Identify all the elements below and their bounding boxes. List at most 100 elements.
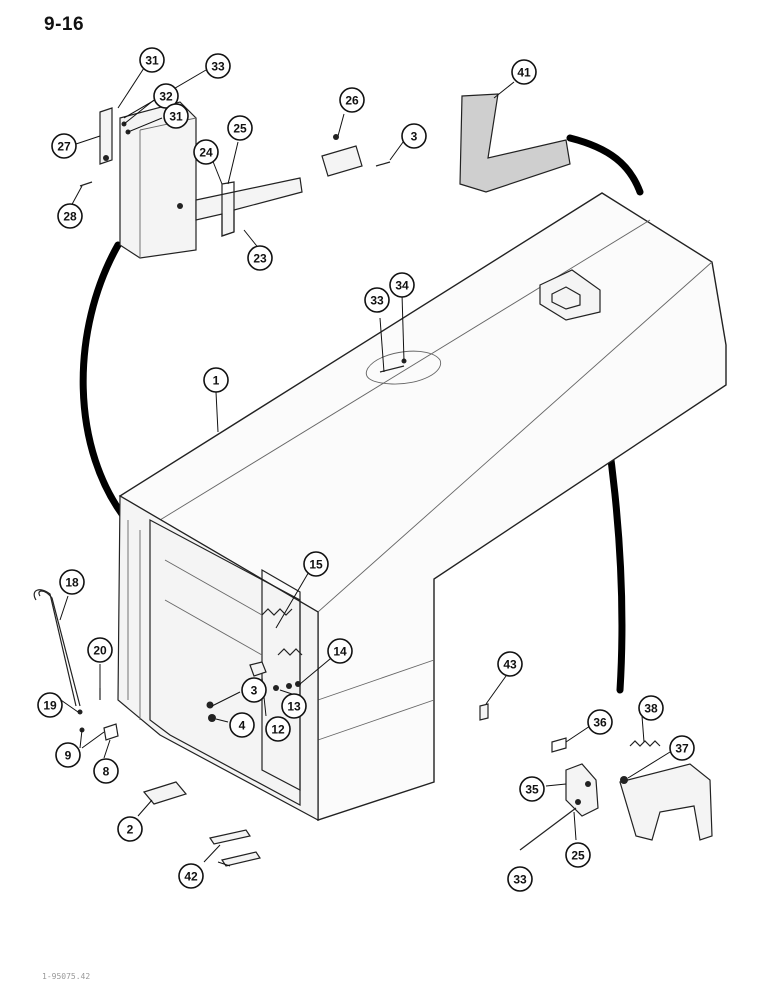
callout-31: 31 <box>139 47 165 73</box>
callout-label: 31 <box>145 54 159 68</box>
connector-arc-left <box>79 241 132 526</box>
callout-circle <box>241 677 267 703</box>
callout-circle <box>519 776 545 802</box>
callout-label: 31 <box>169 110 183 124</box>
callout-38: 38 <box>638 695 664 721</box>
callout-33: 33 <box>364 287 390 313</box>
callout-circle <box>339 87 365 113</box>
hood-assembly <box>117 192 727 822</box>
callout-circle <box>153 83 179 109</box>
callout-33: 33 <box>205 53 231 79</box>
callout-3: 3 <box>241 677 267 703</box>
callout-label: 42 <box>184 870 198 884</box>
callout-20: 20 <box>87 637 113 663</box>
callout-circle <box>117 816 143 842</box>
lower-pads <box>142 781 261 867</box>
callout-42: 42 <box>178 863 204 889</box>
callout-label: 33 <box>513 873 527 887</box>
callout-label: 25 <box>233 122 247 136</box>
hinge-assembly <box>519 737 713 851</box>
callout-circle <box>227 115 253 141</box>
callout-label: 20 <box>93 644 107 658</box>
callout-24: 24 <box>193 139 219 165</box>
callout-label: 2 <box>127 823 134 837</box>
callout-circle <box>638 695 664 721</box>
callout-circle <box>229 712 255 738</box>
callout-circle <box>303 551 329 577</box>
callout-label: 19 <box>43 699 57 713</box>
callout-label: 37 <box>675 742 689 756</box>
callout-36: 36 <box>587 709 613 735</box>
callout-33: 33 <box>507 866 533 892</box>
callout-label: 4 <box>239 719 246 733</box>
callout-label: 8 <box>103 765 110 779</box>
callout-8: 8 <box>93 758 119 784</box>
callout-circle <box>37 692 63 718</box>
callout-circle <box>59 569 85 595</box>
callout-label: 15 <box>309 558 323 572</box>
callout-4: 4 <box>229 712 255 738</box>
callout-circle <box>281 693 307 719</box>
callout-18: 18 <box>59 569 85 595</box>
callout-34: 34 <box>389 272 415 298</box>
page-number: 9-16 <box>44 14 85 35</box>
callout-circle <box>57 203 83 229</box>
callout-circle <box>327 638 353 664</box>
callout-circle <box>193 139 219 165</box>
callout-circle <box>163 103 189 129</box>
callout-25: 25 <box>227 115 253 141</box>
callout-label: 12 <box>271 723 285 737</box>
callout-19: 19 <box>37 692 63 718</box>
callout-circle <box>178 863 204 889</box>
callout-circle <box>389 272 415 298</box>
callout-circle <box>364 287 390 313</box>
callout-28: 28 <box>57 203 83 229</box>
callout-label: 41 <box>517 66 531 80</box>
callout-label: 14 <box>333 645 347 659</box>
callout-label: 34 <box>395 279 409 293</box>
linkage-rod <box>33 589 119 741</box>
callout-circle <box>247 245 273 271</box>
callout-label: 3 <box>411 130 418 144</box>
callout-label: 18 <box>65 576 79 590</box>
callout-label: 33 <box>370 294 384 308</box>
callout-25: 25 <box>565 842 591 868</box>
callout-43: 43 <box>497 651 523 677</box>
callout-23: 23 <box>247 245 273 271</box>
callout-35: 35 <box>519 776 545 802</box>
callout-1: 1 <box>203 367 229 393</box>
connector-arc-top-right <box>566 134 644 196</box>
callout-label: 43 <box>503 658 517 672</box>
callout-circle <box>497 651 523 677</box>
callout-circle <box>265 716 291 742</box>
callout-15: 15 <box>303 551 329 577</box>
callout-label: 24 <box>199 146 213 160</box>
callout-3: 3 <box>401 123 427 149</box>
callout-41: 41 <box>511 59 537 85</box>
callout-circle <box>587 709 613 735</box>
callout-27: 27 <box>51 133 77 159</box>
callout-13: 13 <box>281 693 307 719</box>
callout-label: 1 <box>213 374 220 388</box>
callout-31: 31 <box>163 103 189 129</box>
callout-label: 26 <box>345 94 359 108</box>
support-bracket <box>177 177 303 237</box>
callout-label: 13 <box>287 700 301 714</box>
drawing-code: 1-95075.42 <box>42 972 91 981</box>
callout-circle <box>507 866 533 892</box>
callout-label: 27 <box>57 140 71 154</box>
callout-label: 23 <box>253 252 267 266</box>
callout-label: 36 <box>593 716 607 730</box>
callout-circle <box>511 59 537 85</box>
callout-label: 35 <box>525 783 539 797</box>
callout-32: 32 <box>153 83 179 109</box>
callout-label: 9 <box>65 749 72 763</box>
latch-plate <box>321 134 391 177</box>
callout-label: 32 <box>159 90 173 104</box>
callout-circle <box>55 742 81 768</box>
callout-circle <box>203 367 229 393</box>
callout-label: 25 <box>571 849 585 863</box>
